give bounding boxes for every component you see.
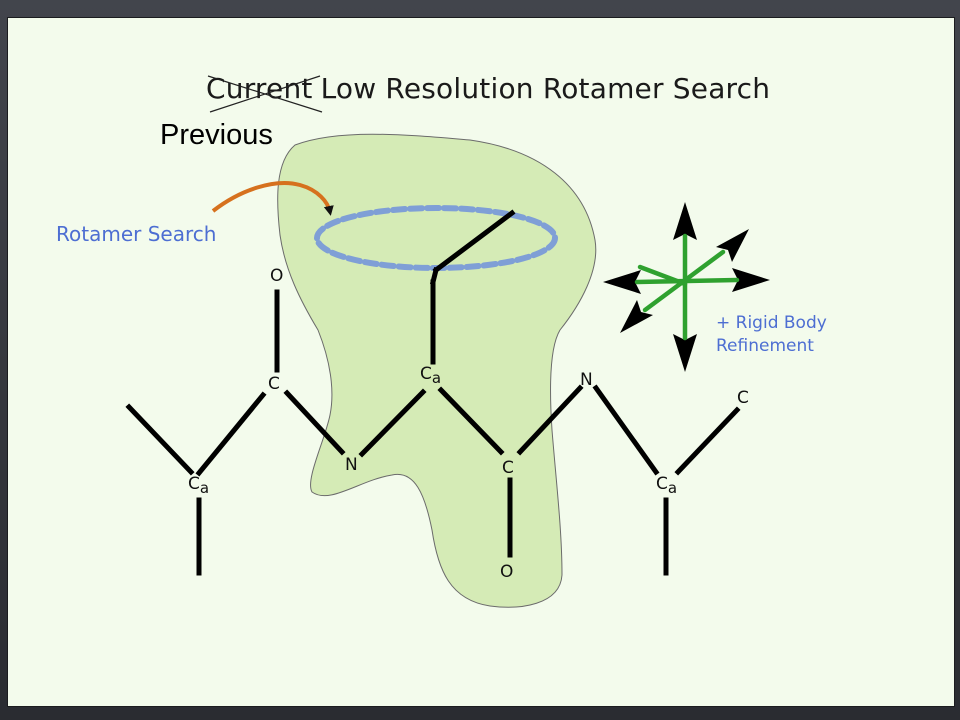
atom-n-right: N bbox=[580, 370, 593, 390]
slide-title: Current Low Resolution Rotamer Search bbox=[206, 72, 770, 105]
atom-n-mid: N bbox=[345, 455, 358, 475]
rigid-body-refinement-label: + Rigid Body Refinement bbox=[716, 312, 827, 358]
atom-c-mid: C bbox=[502, 458, 514, 478]
subtitle-previous: Previous bbox=[160, 119, 273, 151]
struck-word: Current bbox=[206, 72, 313, 105]
atom-ca-mid: Ca bbox=[420, 364, 441, 387]
atom-ca-left: Ca bbox=[188, 474, 209, 497]
atom-c-right: C bbox=[737, 388, 749, 408]
atom-o-left: O bbox=[270, 266, 283, 286]
atom-labels: O C Ca N Ca C O N Ca C bbox=[188, 266, 749, 582]
rigid-body-line2: Refinement bbox=[716, 336, 814, 356]
rigid-body-line1: + Rigid Body bbox=[716, 313, 827, 333]
rotamer-search-label: Rotamer Search bbox=[56, 222, 217, 246]
strike-x bbox=[207, 75, 323, 113]
atom-ca-right: Ca bbox=[656, 474, 677, 497]
orange-arrow bbox=[211, 181, 334, 216]
rigid-body-arrows bbox=[603, 202, 770, 372]
atom-c-left: C bbox=[268, 374, 280, 394]
highlight-region bbox=[277, 133, 597, 608]
title-text: Low Resolution Rotamer Search bbox=[320, 72, 771, 105]
atom-o-bottom: O bbox=[500, 562, 513, 582]
bonds bbox=[125, 209, 741, 576]
